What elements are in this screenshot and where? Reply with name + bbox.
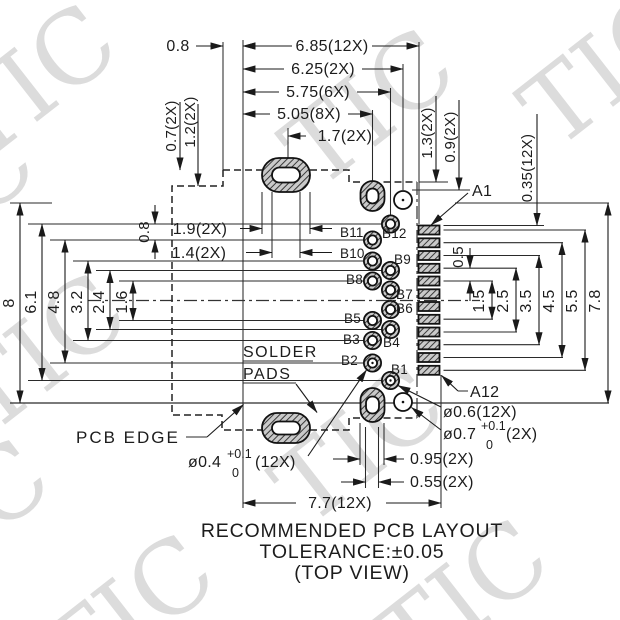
leader-a12	[441, 375, 459, 392]
dim-1-2: 1.2(2X)	[182, 96, 199, 147]
pin-label-b9: B9	[394, 252, 411, 267]
pad-a3	[417, 250, 441, 261]
dim-3-2: 3.2	[69, 290, 86, 313]
pad-a2	[417, 237, 441, 249]
solder-pads-label-line2: PADS	[243, 366, 291, 383]
dim-0-35: 0.35(12X)	[519, 134, 536, 203]
pin-label-b2: B2	[341, 353, 358, 368]
dim-hole-tol-minus: 0	[486, 438, 493, 452]
solder-pads-label-line1: SOLDER	[243, 344, 318, 361]
dim-2-5: 2.5	[495, 289, 512, 312]
pin-label-b10: B10	[340, 246, 365, 261]
dim-3-5: 3.5	[518, 289, 535, 312]
dim-7-7: 7.7(12X)	[308, 495, 372, 512]
pad-a12	[417, 364, 441, 376]
svg-text:TIC: TIC	[0, 415, 72, 620]
dim-4-5: 4.5	[541, 289, 558, 312]
caption: RECOMMENDED PCB LAYOUT TOLERANCE:±0.05 (…	[201, 520, 503, 584]
vias-b1-b12	[362, 214, 400, 390]
dim-hole: ø0.7	[443, 426, 476, 443]
dim-8: 8	[1, 298, 18, 307]
pin-labels: B12 B11 B10 B9 B8 B7 B6 B5 B4 B3 B2 B1 A…	[340, 183, 499, 401]
dim-7-8: 7.8	[587, 289, 604, 312]
dim-5-5: 5.5	[564, 289, 581, 312]
pad-a10	[417, 339, 441, 351]
dim-5-05: 5.05(8X)	[277, 106, 341, 123]
leader-hole	[411, 407, 442, 431]
leader-a1	[430, 192, 469, 226]
dim-5-75: 5.75(6X)	[286, 84, 350, 101]
dim-1-5: 1.5	[471, 289, 488, 312]
svg-text:TIC: TIC	[499, 0, 620, 170]
caption-title: RECOMMENDED PCB LAYOUT	[201, 520, 503, 542]
dimension-lines	[16, 42, 612, 507]
caption-view: (TOP VIEW)	[294, 562, 410, 584]
dim-via-drill: ø0.4	[188, 454, 221, 471]
connector-outline	[88, 169, 480, 431]
dimension-text: 0.8 6.85(12X) 6.25(2X) 5.75(6X) 5.05(8X)…	[1, 38, 604, 512]
pin-label-b1: B1	[391, 362, 408, 377]
dim-0-95: 0.95(2X)	[410, 451, 474, 468]
pad-a1	[417, 224, 441, 236]
dim-0-7: 0.7(2X)	[163, 100, 180, 151]
leader-via-pad	[397, 385, 442, 408]
dim-0-8-top: 0.8	[166, 38, 189, 55]
dim-1-7: 1.7(2X)	[318, 128, 373, 145]
dim-1-9: 1.9(2X)	[173, 221, 228, 238]
pcb-edge-label: PCB EDGE	[76, 428, 180, 447]
pin-label-b5: B5	[344, 311, 361, 326]
dim-1-3: 1.3(2X)	[419, 107, 436, 158]
pad-a5	[417, 275, 441, 287]
pin-label-b3: B3	[343, 332, 360, 347]
dim-0-55: 0.55(2X)	[410, 474, 474, 491]
smt-pads-a1-a12	[417, 224, 441, 376]
mounting-slots	[261, 157, 413, 444]
leader-pcb-edge	[206, 404, 244, 438]
dim-1-4: 1.4(2X)	[172, 245, 227, 262]
dim-hole-tol-plus: +0.1	[481, 419, 506, 433]
pad-a8	[417, 313, 441, 325]
dim-via-drill-qty: (12X)	[255, 454, 296, 471]
annotation-text: SOLDER PADS PCB EDGE	[76, 344, 318, 447]
pad-a7	[417, 301, 441, 312]
caption-tolerance: TOLERANCE:±0.05	[260, 541, 445, 563]
pin-label-b8: B8	[346, 272, 363, 287]
dim-6-1: 6.1	[23, 290, 40, 313]
pin-label-b12: B12	[382, 226, 407, 241]
pad-label-a12: A12	[470, 384, 499, 401]
leader-via-drill	[307, 369, 367, 457]
dim-0-8-rows: 0.8	[136, 221, 153, 243]
dim-6-25: 6.25(2X)	[291, 61, 355, 78]
dim-0-5: 0.5	[450, 246, 467, 268]
pin-label-b6: B6	[396, 301, 413, 316]
pad-a4	[417, 262, 441, 274]
dim-hole-qty: (2X)	[506, 426, 537, 443]
pin-label-b4: B4	[383, 335, 400, 350]
dim-via-drill-tol-plus: +0.1	[227, 447, 252, 461]
dim-1-6: 1.6	[114, 290, 131, 313]
leader-lines	[206, 192, 469, 457]
pin-label-b7: B7	[396, 287, 413, 302]
dim-4-8: 4.8	[46, 290, 63, 313]
dim-6-85: 6.85(12X)	[296, 38, 369, 55]
pad-label-a1: A1	[472, 183, 492, 200]
dim-0-9: 0.9(2X)	[442, 111, 459, 162]
pin-label-b11: B11	[340, 225, 364, 240]
leader-solder-pads	[295, 383, 318, 413]
pad-a11	[417, 352, 441, 363]
dim-via-drill-tol-minus: 0	[232, 466, 239, 480]
dim-2-4: 2.4	[91, 290, 108, 313]
pad-a9	[417, 326, 441, 338]
dim-via-pad: ø0.6(12X)	[443, 404, 517, 421]
pad-a6	[417, 288, 441, 300]
